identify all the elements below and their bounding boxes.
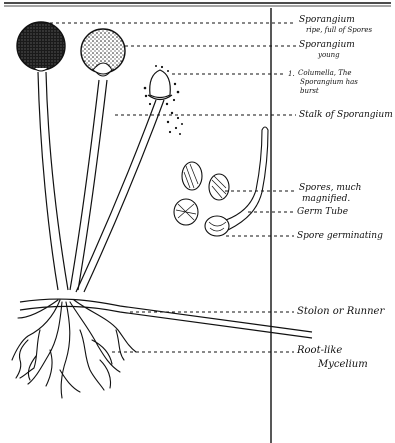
top-border: [4, 3, 391, 6]
label-spores-2: magnified.: [302, 194, 350, 204]
rhizoids: [12, 300, 136, 398]
stolon: [20, 299, 312, 338]
label-stolon: Stolon or Runner: [297, 306, 384, 317]
label-mycelium-2: Mycelium: [318, 359, 368, 370]
stalk-ripe: [38, 72, 68, 290]
sporangium-young: [81, 29, 125, 76]
label-spore-germinating: Spore germinating: [297, 231, 383, 241]
sporangium-ripe: [17, 22, 65, 71]
columella: [144, 65, 183, 135]
spores-magnified: [174, 162, 229, 225]
label-sporangium-young-sub: young: [318, 51, 340, 59]
label-columella-marker: 1.: [288, 70, 295, 78]
leader-lines: [44, 23, 296, 352]
label-sporangium-young: Sporangium: [299, 40, 355, 50]
label-germ-tube: Germ Tube: [297, 207, 348, 217]
label-sporangium-ripe: Sporangium: [299, 15, 355, 25]
label-columella-2: Sporangium has: [300, 78, 358, 86]
label-spores-1: Spores, much: [299, 183, 361, 193]
label-columella-1: Columella, The: [298, 69, 352, 77]
stalk-young: [70, 80, 107, 290]
label-stalk: Stalk of Sporangium: [299, 110, 393, 120]
label-mycelium-1: Root-like: [297, 345, 342, 356]
label-columella-3: burst: [300, 87, 319, 95]
stalk-columella: [76, 100, 164, 292]
label-sporangium-ripe-sub: ripe, full of Spores: [306, 26, 372, 34]
